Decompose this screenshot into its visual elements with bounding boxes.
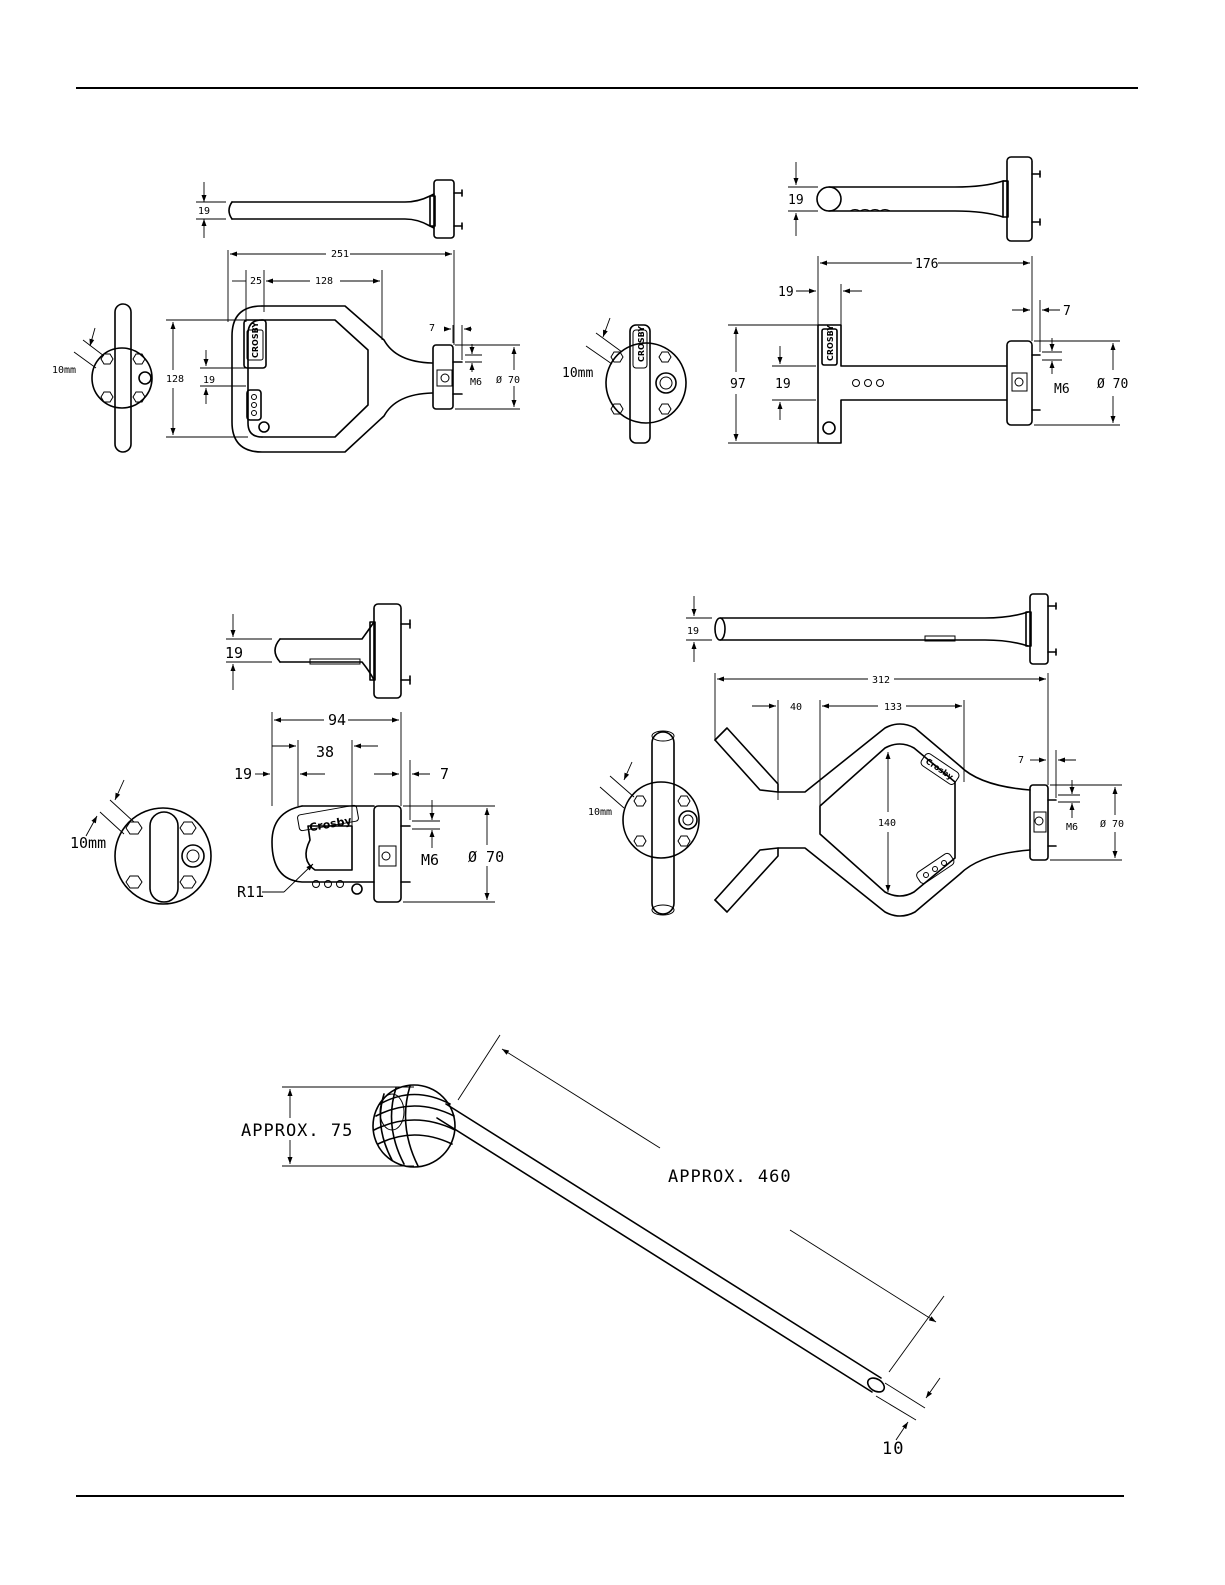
dim-a-19-top: 19 xyxy=(198,206,210,217)
monkey-fist-knot xyxy=(373,1085,455,1167)
drawing-e: APPROX. 75 APPROX. 460 10 xyxy=(241,1035,944,1459)
drawing-a-side-view xyxy=(74,304,152,452)
dim-b-19-top: 19 xyxy=(788,193,804,208)
svg-text:Crosby: Crosby xyxy=(308,814,352,834)
drawing-a-front-view: CROSBY xyxy=(166,250,520,452)
drawing-c-top-view xyxy=(226,604,410,698)
drawing-c: Crosby xyxy=(70,604,504,904)
drawing-a: CROSBY xyxy=(52,180,520,452)
dim-c-38: 38 xyxy=(316,743,334,761)
dim-a-251: 251 xyxy=(331,249,349,260)
dim-b-176: 176 xyxy=(915,257,938,272)
svg-text:CROSBY: CROSBY xyxy=(826,325,835,361)
dim-b-97: 97 xyxy=(730,377,746,392)
dim-c-94: 94 xyxy=(328,711,346,729)
dim-e-approx-75: APPROX. 75 xyxy=(241,1121,353,1141)
drawing-c-front-view: Crosby xyxy=(255,712,495,902)
drawing-d-front-view: Crosby xyxy=(715,673,1122,916)
dim-b-7: 7 xyxy=(1063,304,1071,319)
dim-d-312: 312 xyxy=(872,675,890,686)
drawing-a-top-view xyxy=(196,180,462,238)
drawing-d-top-view xyxy=(686,594,1056,664)
dim-a-128-width: 128 xyxy=(315,276,333,287)
dim-c-dia70: Ø 70 xyxy=(468,848,504,866)
dim-b-19-bar: 19 xyxy=(775,377,791,392)
dim-d-10mm: 10mm xyxy=(588,807,612,818)
dim-c-10mm: 10mm xyxy=(70,834,106,852)
svg-text:CROSBY: CROSBY xyxy=(637,326,646,362)
dim-b-10mm: 10mm xyxy=(562,366,593,381)
dim-b-19-stem: 19 xyxy=(778,285,794,300)
dim-c-19-stem: 19 xyxy=(234,765,252,783)
svg-text:CROSBY: CROSBY xyxy=(251,322,260,358)
dim-a-m6: M6 xyxy=(470,377,482,388)
drawing-b-side-view: CROSBY xyxy=(586,318,686,443)
drawing-b-top-view xyxy=(788,157,1040,241)
dim-c-7: 7 xyxy=(440,765,449,783)
dim-d-dia70: Ø 70 xyxy=(1100,818,1124,830)
dim-d-19-top: 19 xyxy=(687,626,699,637)
drawing-b: CROSBY xyxy=(562,157,1128,443)
dim-a-25: 25 xyxy=(250,276,262,287)
dim-c-19-top: 19 xyxy=(225,644,243,662)
dim-b-dia70: Ø 70 xyxy=(1097,377,1128,392)
dim-d-40: 40 xyxy=(790,702,802,713)
drawing-d-side-view xyxy=(600,731,699,915)
dim-d-m6: M6 xyxy=(1066,822,1078,833)
dim-b-m6: M6 xyxy=(1054,382,1070,397)
dim-d-133: 133 xyxy=(884,702,902,713)
dim-a-10mm: 10mm xyxy=(52,365,76,376)
dim-e-10: 10 xyxy=(882,1439,904,1459)
dim-d-7: 7 xyxy=(1018,755,1024,766)
dim-c-r11: R11 xyxy=(237,883,264,901)
dim-a-dia70: Ø 70 xyxy=(496,374,520,386)
dim-c-m6: M6 xyxy=(421,851,439,869)
dim-a-128-height: 128 xyxy=(166,374,184,385)
dim-d-140: 140 xyxy=(878,818,896,829)
drawing-d: Crosby xyxy=(588,594,1124,916)
dim-a-7: 7 xyxy=(429,323,435,334)
dim-a-19-bar: 19 xyxy=(203,375,215,386)
dim-e-approx-460: APPROX. 460 xyxy=(668,1167,792,1187)
